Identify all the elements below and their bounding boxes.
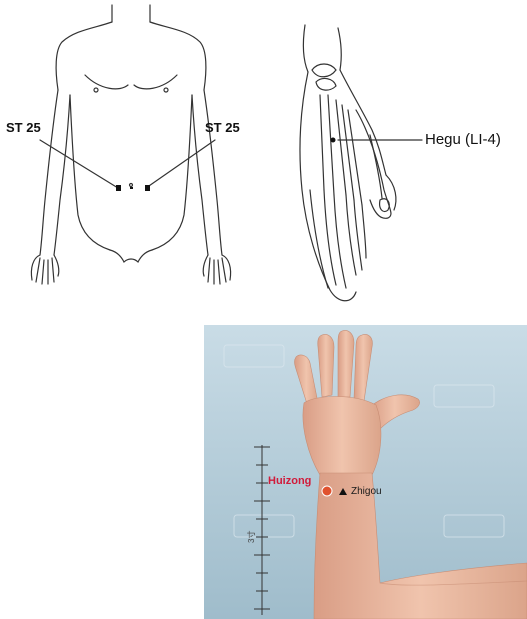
zhigou-label: Zhigou bbox=[351, 486, 382, 497]
st25-right-label: ST 25 bbox=[205, 120, 240, 135]
torso-diagram: ST 25 ST 25 bbox=[0, 0, 260, 300]
huizong-point bbox=[322, 486, 332, 496]
st25-left-label: ST 25 bbox=[6, 120, 41, 135]
st25-points bbox=[116, 185, 150, 191]
hegu-label: Hegu (LI-4) bbox=[425, 131, 501, 148]
arm-illustration bbox=[204, 325, 527, 619]
st25-left-point bbox=[116, 185, 121, 191]
hegu-point bbox=[331, 138, 336, 143]
st25-right-point bbox=[145, 185, 150, 191]
torso-line-drawing bbox=[0, 0, 260, 300]
navel-marker bbox=[130, 187, 133, 189]
hand-line-drawing bbox=[270, 0, 527, 315]
hand-diagram: Hegu (LI-4) bbox=[270, 0, 527, 315]
arm-photo: Huizong Zhigou 3寸 bbox=[204, 325, 527, 619]
ruler-label: 3寸 bbox=[246, 531, 257, 543]
huizong-label: Huizong bbox=[268, 475, 311, 487]
